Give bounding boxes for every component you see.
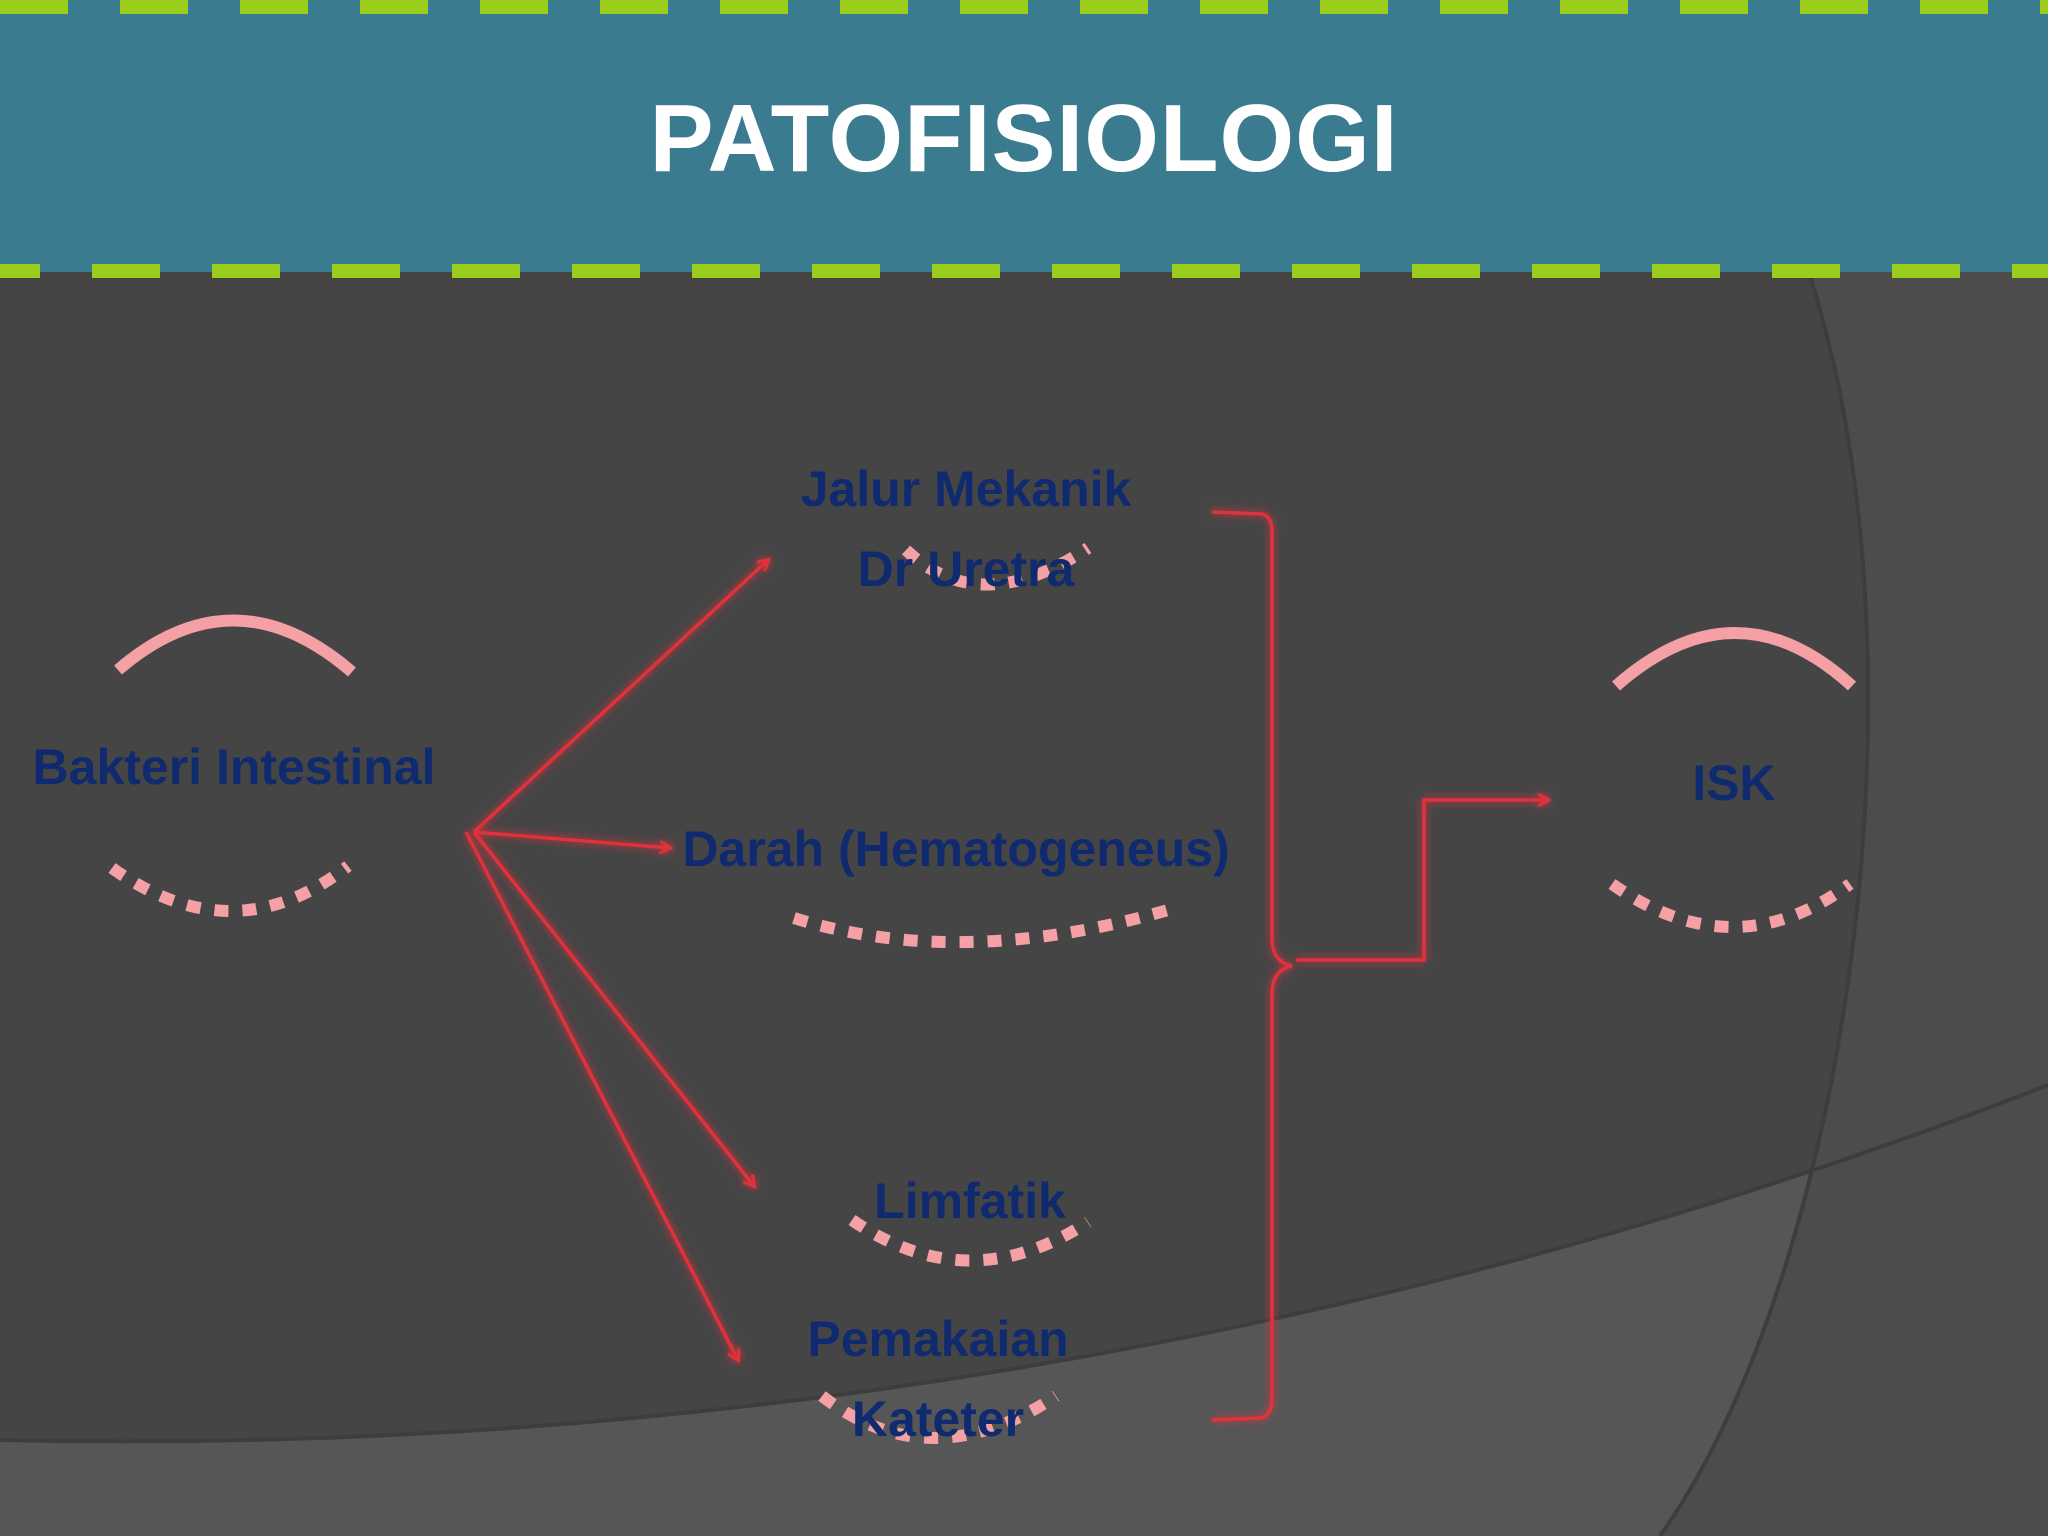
source-top-arc bbox=[114, 614, 356, 677]
arrow-to-mechanical bbox=[472, 560, 768, 834]
result-top-arc bbox=[1612, 627, 1857, 691]
result-bottom-arc bbox=[1608, 879, 1854, 933]
lymph-bottom-arc bbox=[848, 1215, 1092, 1267]
result-label: ISK bbox=[1692, 755, 1776, 811]
lower-band bbox=[0, 1085, 2048, 1536]
source-label: Bakteri Intestinal bbox=[32, 739, 436, 795]
catheter-label-line2: Kateter bbox=[851, 1391, 1025, 1447]
mechanical-label-line2: Dr Uretra bbox=[857, 541, 1075, 597]
arrow-to-result bbox=[1296, 800, 1548, 962]
right-band bbox=[1640, 0, 2048, 1536]
dashed-border-bottom bbox=[0, 264, 2048, 278]
lymph-label: Limfatik bbox=[874, 1173, 1066, 1229]
blood-label: Darah (Hematogeneus) bbox=[682, 821, 1230, 877]
source-bottom-arc bbox=[108, 861, 352, 917]
arrow-to-lymph bbox=[472, 830, 754, 1186]
page-title: PATOFISIOLOGI bbox=[649, 85, 1399, 192]
mechanical-bottom-arc bbox=[901, 543, 1092, 591]
catheter-bottom-arc bbox=[818, 1391, 1060, 1444]
catheter-label-line1: Pemakaian bbox=[807, 1311, 1069, 1367]
arrow-to-blood bbox=[473, 830, 670, 848]
dashed-border-top bbox=[0, 0, 2048, 14]
arrow-to-catheter bbox=[464, 831, 738, 1360]
routes-bracket bbox=[1211, 510, 1293, 1422]
title-banner: PATOFISIOLOGI bbox=[0, 0, 2048, 278]
mechanical-label-line1: Jalur Mekanik bbox=[800, 461, 1132, 517]
lower-arc-line bbox=[0, 1083, 2048, 1444]
blood-bottom-arc bbox=[792, 904, 1170, 949]
